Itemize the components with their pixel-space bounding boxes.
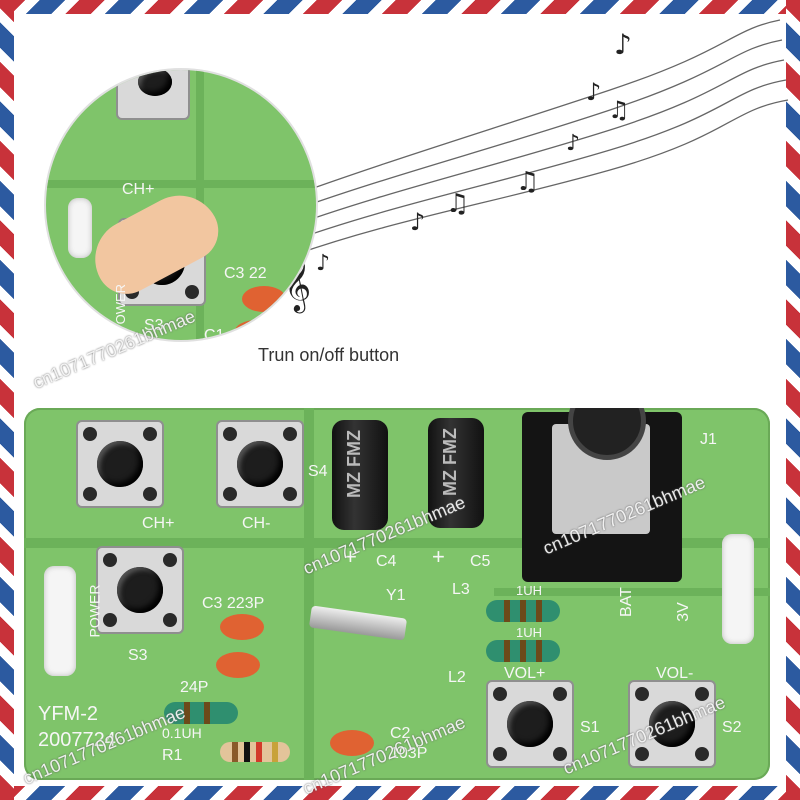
ch-minus-button: [216, 420, 304, 508]
zoom-label-c3: C3 22: [224, 265, 267, 282]
inductor-l1: [164, 702, 238, 724]
label-date: 2007724: [38, 729, 116, 751]
label-r1: R1: [162, 747, 183, 764]
label-power: POWER: [86, 584, 103, 638]
ceramic-capacitor-c2: [330, 730, 374, 756]
label-3v: 3V: [674, 602, 692, 622]
label-l1-value: 0.1UH: [162, 725, 202, 741]
ch-plus-button: [76, 420, 164, 508]
music-note-icon: ♪: [614, 28, 632, 61]
vol-minus-button: [628, 680, 716, 768]
zoom-ceramic-capacitor: [242, 286, 286, 312]
label-c3: C3 223P: [202, 595, 265, 612]
airmail-border-left: [0, 0, 14, 800]
led-holder-left: [44, 566, 76, 676]
label-c1-value: 24P: [180, 679, 209, 696]
music-note-icon: ♪: [566, 131, 580, 156]
label-c4: C4: [376, 553, 397, 570]
label-s1: S1: [580, 719, 600, 736]
music-note-icon: ♪: [316, 251, 330, 276]
zoom-label-s3: S3: [144, 317, 164, 334]
ceramic-capacitor-c1: [216, 652, 260, 678]
ceramic-capacitor-c3: [220, 614, 264, 640]
zoom-label-ch-plus: CH+: [122, 181, 155, 198]
label-c2: C2: [390, 725, 411, 742]
audio-jack: [522, 408, 682, 582]
inductor-l2: [486, 640, 560, 662]
airmail-border-right: [786, 0, 800, 800]
label-l3-value: 1UH: [516, 583, 543, 598]
label-vol-plus: VOL+: [504, 665, 546, 682]
label-plus-c4: +: [344, 544, 357, 569]
music-note-icon: ♫: [446, 189, 469, 219]
label-ch-minus: CH-: [242, 515, 271, 532]
crystal-oscillator: [308, 605, 408, 641]
zoom-ceramic-capacitor: [234, 320, 278, 340]
inductor-l3: [486, 600, 560, 622]
music-staff-illustration: 𝄞 ♪ ♪ ♫ ♫ ♪ ♪ ♫ ♪: [279, 19, 789, 313]
electrolytic-capacitor-c5: MZ FMZ: [428, 418, 484, 528]
label-vol-minus: VOL-: [656, 665, 694, 682]
label-y1: Y1: [386, 587, 406, 604]
label-j1: J1: [700, 431, 717, 448]
label-bat: BAT: [617, 587, 635, 617]
electrolytic-capacitor-c4: MZ FMZ: [332, 420, 388, 530]
label-plus-c5: +: [432, 544, 445, 569]
zoom-led-holder: [68, 198, 92, 258]
label-ch-plus: CH+: [142, 515, 175, 532]
resistor-r1: [220, 742, 290, 762]
zoom-ch-plus-button: [116, 70, 190, 120]
caption-text: Trun on/off button: [258, 345, 400, 365]
label-c2-value: 103P: [390, 745, 428, 762]
zoom-label-power: POWER: [113, 283, 129, 334]
music-note-icon: ♫: [516, 167, 539, 197]
vol-plus-button: [486, 680, 574, 768]
airmail-border-bottom: [0, 786, 800, 800]
label-s2: S2: [722, 719, 742, 736]
music-note-icon: ♫: [608, 96, 630, 124]
label-l3: L3: [452, 581, 470, 598]
led-holder-right: [722, 534, 754, 644]
label-s4: S4: [308, 463, 328, 480]
power-button: [96, 546, 184, 634]
airmail-border-top: [0, 0, 800, 14]
label-l2-value: 1UH: [516, 625, 543, 640]
fm-radio-pcb: CH+ CH- S4 S3 POWER VOL+ S1 VOL- S2 MZ F…: [24, 408, 770, 780]
zoomed-power-button-detail: CH+ POWER S3 C3 22 C1: [44, 68, 318, 342]
label-s3: S3: [128, 647, 148, 664]
label-c5: C5: [470, 553, 491, 570]
label-l2: L2: [448, 669, 466, 686]
music-note-icon: ♪: [586, 78, 601, 106]
zoom-label-c1: C1: [204, 327, 225, 342]
label-model: YFM-2: [38, 703, 98, 725]
music-note-icon: ♪: [410, 208, 425, 236]
